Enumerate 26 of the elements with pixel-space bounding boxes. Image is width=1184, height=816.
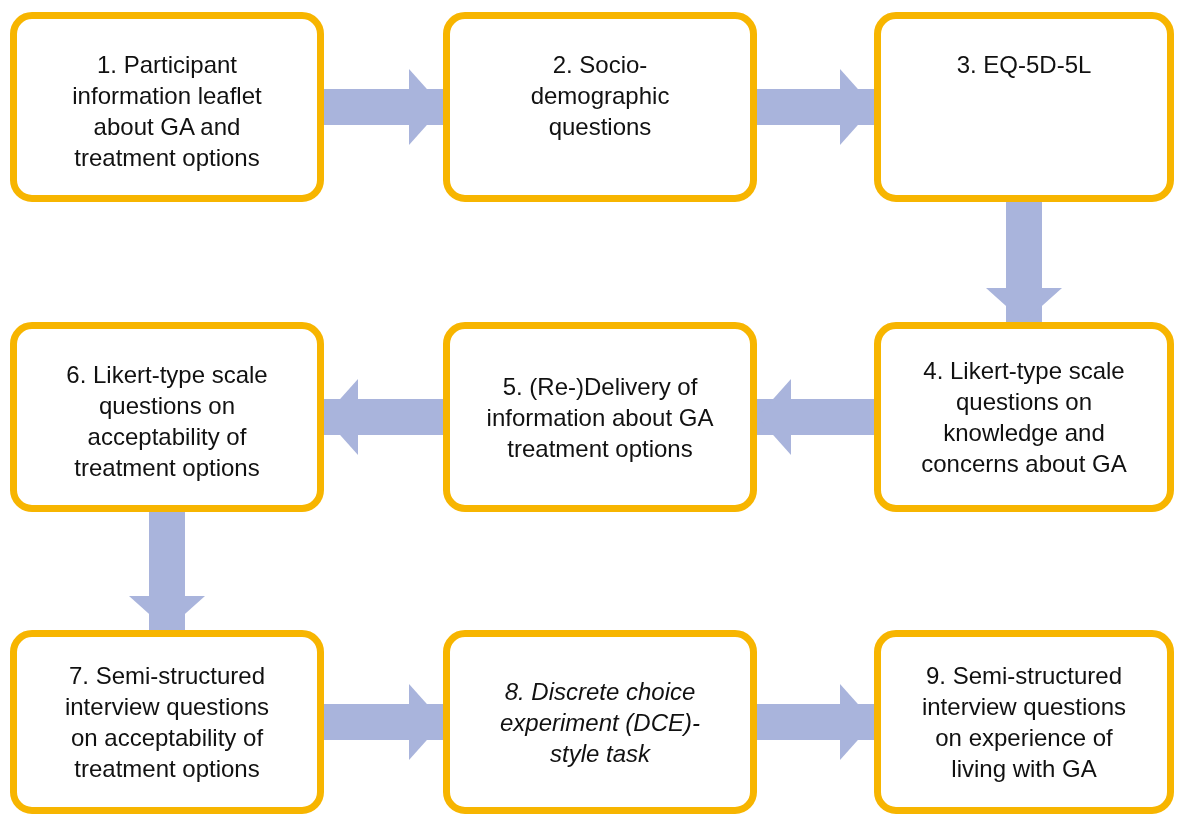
block-arrow <box>757 684 874 760</box>
step-text: 1. Participant information leaflet about GA and treatment options <box>71 50 263 173</box>
step-text: 8. Discrete choice experiment (DCE)-style task <box>498 676 701 769</box>
block-arrow <box>129 512 205 630</box>
block-arrow <box>324 69 443 145</box>
step-box <box>10 630 324 814</box>
block-arrow <box>324 684 443 760</box>
block-arrow <box>757 69 874 145</box>
step-text: 7. Semi-structured interview questions on acceptability of treatment options <box>63 661 271 784</box>
block-arrow <box>986 202 1062 322</box>
step-text: 6. Likert-type scale questions on acceptability of treatment options <box>65 360 269 483</box>
block-arrow <box>324 379 443 455</box>
step-box <box>874 12 1174 202</box>
step-box <box>443 12 757 202</box>
step-box <box>874 630 1174 814</box>
step-box <box>443 322 757 512</box>
step-box <box>10 12 324 202</box>
step-text: 5. (Re-)Delivery of information about GA treatment options <box>485 371 715 464</box>
block-arrow <box>757 379 874 455</box>
step-box <box>874 322 1174 512</box>
step-text: 2. Socio-demographic questions <box>529 50 671 142</box>
step-text: 3. EQ-5D-5L <box>956 50 1092 80</box>
step-text: 4. Likert-type scale questions on knowledge and concerns about GA <box>920 356 1128 479</box>
step-box <box>10 322 324 512</box>
step-text: 9. Semi-structured interview questions on experience of living with GA <box>920 661 1128 784</box>
step-box <box>443 630 757 814</box>
